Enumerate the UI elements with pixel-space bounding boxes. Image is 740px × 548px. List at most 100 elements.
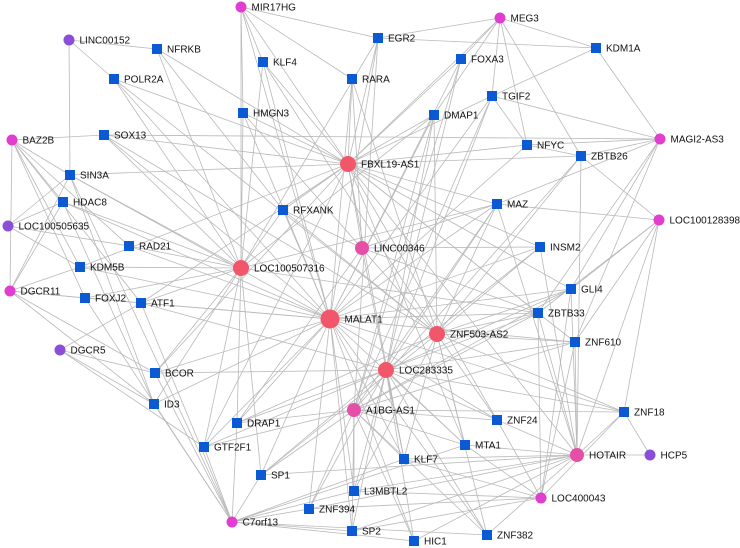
node-c7orf13[interactable]: C7orf13 <box>226 516 279 529</box>
lncrna-node-circle[interactable] <box>644 449 656 461</box>
lncrna-node-circle[interactable] <box>6 134 18 146</box>
tf-node-square[interactable] <box>238 108 248 118</box>
node-gli4[interactable]: GLI4 <box>566 284 603 296</box>
node-polr2a[interactable]: POLR2A <box>109 74 164 86</box>
tf-node-square[interactable] <box>150 368 160 378</box>
tf-node-square[interactable] <box>522 140 532 150</box>
node-meg3[interactable]: MEG3 <box>494 12 540 25</box>
node-magi2-as3[interactable]: MAGI2-AS3 <box>654 133 725 146</box>
tf-node-square[interactable] <box>304 504 314 514</box>
lncrna-node-circle[interactable] <box>4 285 16 297</box>
node-malat1[interactable]: MALAT1 <box>320 309 384 329</box>
tf-node-square[interactable] <box>109 74 119 84</box>
node-klf4[interactable]: KLF4 <box>258 57 297 69</box>
tf-node-square[interactable] <box>460 440 470 450</box>
tf-node-square[interactable] <box>80 293 90 303</box>
tf-node-square[interactable] <box>58 197 68 207</box>
lncrna-node-circle[interactable] <box>320 309 340 329</box>
lncrna-node-circle[interactable] <box>340 156 356 172</box>
node-sox13[interactable]: SOX13 <box>99 130 147 142</box>
node-id3[interactable]: ID3 <box>149 399 180 411</box>
node-bcor[interactable]: BCOR <box>150 368 194 380</box>
lncrna-node-circle[interactable] <box>494 12 506 24</box>
node-foxj2[interactable]: FOXJ2 <box>80 293 127 305</box>
lncrna-node-circle[interactable] <box>378 362 394 378</box>
node-tgif2[interactable]: TGIF2 <box>487 91 531 103</box>
node-loc100507316[interactable]: LOC100507316 <box>233 260 325 276</box>
tf-node-square[interactable] <box>232 418 242 428</box>
node-fbxl19-as1[interactable]: FBXL19-AS1 <box>340 156 420 172</box>
tf-node-square[interactable] <box>492 415 502 425</box>
node-foxa3[interactable]: FOXA3 <box>456 54 504 66</box>
node-rara[interactable]: RARA <box>347 74 390 86</box>
node-l3mbtl2[interactable]: L3MBTL2 <box>349 486 408 498</box>
tf-node-square[interactable] <box>409 536 419 546</box>
lncrna-node-circle[interactable] <box>233 260 249 276</box>
tf-node-square[interactable] <box>570 337 580 347</box>
node-hmgn3[interactable]: HMGN3 <box>238 108 290 120</box>
node-hic1[interactable]: HIC1 <box>409 536 447 548</box>
node-sin3a[interactable]: SIN3A <box>65 170 109 182</box>
node-dmap1[interactable]: DMAP1 <box>429 110 479 122</box>
tf-node-square[interactable] <box>591 43 601 53</box>
node-egr2[interactable]: EGR2 <box>373 33 416 45</box>
node-hcp5[interactable]: HCP5 <box>644 449 688 462</box>
node-sp2[interactable]: SP2 <box>347 526 381 538</box>
node-nfrkb[interactable]: NFRKB <box>152 44 201 56</box>
node-mir17hg[interactable]: MIR17HG <box>235 1 297 14</box>
lncrna-node-circle[interactable] <box>429 326 445 342</box>
node-drap1[interactable]: DRAP1 <box>232 418 281 430</box>
tf-node-square[interactable] <box>256 470 266 480</box>
tf-node-square[interactable] <box>152 44 162 54</box>
tf-node-square[interactable] <box>576 151 586 161</box>
node-kdm5b[interactable]: KDM5B <box>75 262 125 274</box>
lncrna-node-circle[interactable] <box>235 1 247 13</box>
node-hotair[interactable]: HOTAIR <box>570 448 626 462</box>
node-znf610[interactable]: ZNF610 <box>570 337 622 349</box>
lncrna-node-circle[interactable] <box>226 516 238 528</box>
tf-node-square[interactable] <box>99 130 109 140</box>
tf-node-square[interactable] <box>456 54 466 64</box>
lncrna-node-circle[interactable] <box>2 220 14 232</box>
tf-node-square[interactable] <box>482 530 492 540</box>
node-kdm1a[interactable]: KDM1A <box>591 43 641 55</box>
node-klf7[interactable]: KLF7 <box>399 454 438 466</box>
tf-node-square[interactable] <box>278 205 288 215</box>
tf-node-square[interactable] <box>533 308 543 318</box>
lncrna-node-circle[interactable] <box>535 492 547 504</box>
lncrna-node-circle[interactable] <box>570 448 584 462</box>
tf-node-square[interactable] <box>399 454 409 464</box>
tf-node-square[interactable] <box>136 298 146 308</box>
tf-node-square[interactable] <box>492 199 502 209</box>
node-dgcr11[interactable]: DGCR11 <box>4 285 61 298</box>
lncrna-node-circle[interactable] <box>355 241 369 255</box>
tf-node-square[interactable] <box>65 170 75 180</box>
node-dgcr5[interactable]: DGCR5 <box>54 344 106 357</box>
tf-node-square[interactable] <box>75 262 85 272</box>
tf-node-square[interactable] <box>373 33 383 43</box>
tf-node-square[interactable] <box>149 399 159 409</box>
lncrna-node-circle[interactable] <box>653 214 665 226</box>
node-rfxank[interactable]: RFXANK <box>278 205 334 217</box>
tf-node-square[interactable] <box>124 241 134 251</box>
tf-node-square[interactable] <box>347 74 357 84</box>
node-znf503-as2[interactable]: ZNF503-AS2 <box>429 326 509 342</box>
node-loc283335[interactable]: LOC283335 <box>378 362 453 378</box>
node-maz[interactable]: MAZ <box>492 199 528 211</box>
node-znf18[interactable]: ZNF18 <box>619 407 665 419</box>
lncrna-node-circle[interactable] <box>63 34 75 46</box>
tf-node-square[interactable] <box>566 284 576 294</box>
tf-node-square[interactable] <box>349 486 359 496</box>
lncrna-node-circle[interactable] <box>654 133 666 145</box>
node-baz2b[interactable]: BAZ2B <box>6 134 55 147</box>
node-hdac8[interactable]: HDAC8 <box>58 197 107 209</box>
node-gtf2f1[interactable]: GTF2F1 <box>199 442 252 454</box>
lncrna-node-circle[interactable] <box>54 344 66 356</box>
node-loc100505635[interactable]: LOC100505635 <box>2 220 90 233</box>
tf-node-square[interactable] <box>199 442 209 452</box>
tf-node-square[interactable] <box>535 242 545 252</box>
node-loc400043[interactable]: LOC400043 <box>535 492 606 505</box>
node-znf394[interactable]: ZNF394 <box>304 504 356 516</box>
node-atf1[interactable]: ATF1 <box>136 298 175 310</box>
node-linc00346[interactable]: LINC00346 <box>355 241 425 255</box>
